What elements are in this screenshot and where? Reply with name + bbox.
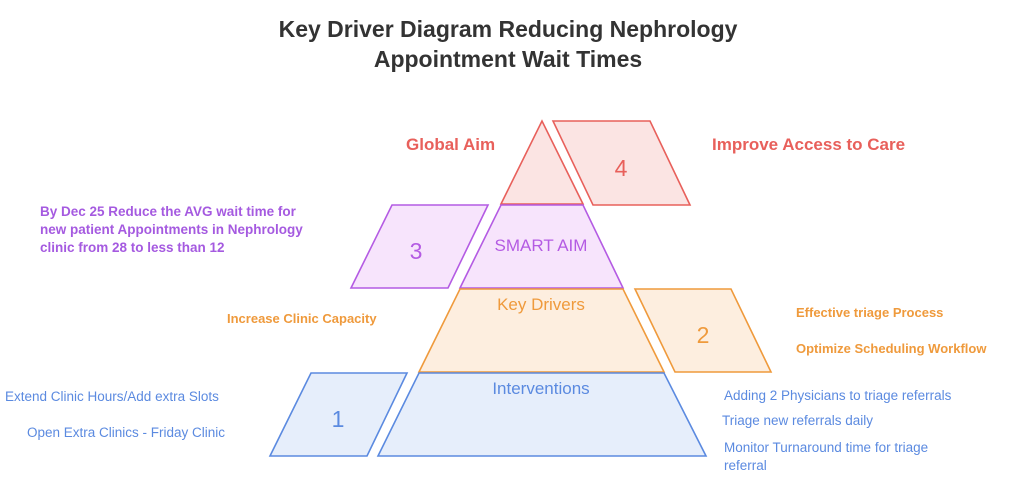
- intervention-right-1: Adding 2 Physicians to triage referrals: [724, 388, 952, 403]
- smart-aim-label: SMART AIM: [494, 236, 588, 255]
- global-aim-description: Improve Access to Care: [712, 135, 906, 154]
- title-line-1: Key Driver Diagram Reducing Nephrology: [278, 16, 738, 42]
- intervention-right-2: Triage new referrals daily: [722, 413, 874, 428]
- intervention-right-3: Monitor Turnaround time for triage refer…: [724, 439, 928, 475]
- pyramid-layer-interventions: [376, 372, 708, 457]
- intervention-right-3-line-1: Monitor Turnaround time for triage: [724, 440, 929, 455]
- key-driver-right-1: Effective triage Process: [796, 305, 944, 320]
- smart-aim-description: By Dec 25 Reduce the AVG wait time for n…: [40, 203, 303, 257]
- intervention-left-2: Open Extra Clinics - Friday Clinic: [27, 425, 226, 440]
- intervention-right-3-line-2: referral: [724, 458, 767, 473]
- pyramid-layer-smart-aim: [458, 204, 625, 289]
- layer-number-4: 4: [614, 155, 628, 181]
- key-driver-right-2: Optimize Scheduling Workflow: [796, 341, 987, 356]
- key-drivers-label: Key Drivers: [497, 295, 585, 314]
- key-driver-left-1: Increase Clinic Capacity: [227, 311, 377, 326]
- pyramid-layer-key-drivers: [417, 288, 666, 373]
- layer-number-1: 1: [331, 406, 345, 432]
- interventions-label: Interventions: [492, 379, 590, 398]
- parallelogram-1: [268, 372, 409, 457]
- title-line-2: Appointment Wait Times: [373, 46, 643, 72]
- layer-number-3: 3: [409, 238, 423, 264]
- layer-number-2: 2: [696, 322, 710, 348]
- smart-aim-description-line-2: new patient Appointments in Nephrology: [40, 222, 303, 237]
- parallelogram-4: [551, 120, 692, 206]
- pyramid-layer-global-aim: [499, 119, 585, 205]
- parallelogram-3: [349, 204, 490, 289]
- parallelogram-2: [633, 288, 773, 373]
- intervention-left-1: Extend Clinic Hours/Add extra Slots: [5, 389, 219, 404]
- diagram-title: Key Driver Diagram Reducing Nephrology A…: [0, 14, 1016, 74]
- smart-aim-description-line-3: clinic from 28 to less than 12: [40, 240, 225, 255]
- global-aim-label: Global Aim: [406, 135, 496, 154]
- smart-aim-description-line-1: By Dec 25 Reduce the AVG wait time for: [40, 204, 296, 219]
